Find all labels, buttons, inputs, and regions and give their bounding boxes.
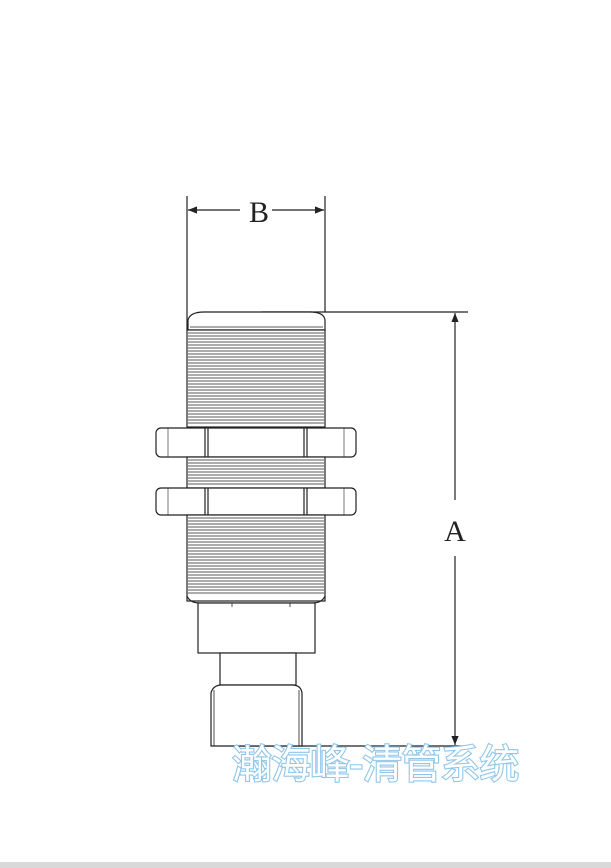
middle-thread [186,456,326,489]
watermark-text: 瀚海峰-清管系统 [232,742,518,788]
lower-thread [186,514,326,602]
connector-cap [210,684,303,747]
bottom-scroll-bar [0,862,611,868]
connector-body [219,652,297,686]
neck [197,602,316,654]
sensor-body [155,311,357,747]
dimension-a-label: A [444,515,466,548]
upper-nut [155,427,357,458]
lower-nut [155,487,357,516]
sensing-face [187,311,326,331]
upper-thread [186,329,326,428]
dimension-b [186,196,326,330]
dimension-b-label: B [249,196,269,229]
